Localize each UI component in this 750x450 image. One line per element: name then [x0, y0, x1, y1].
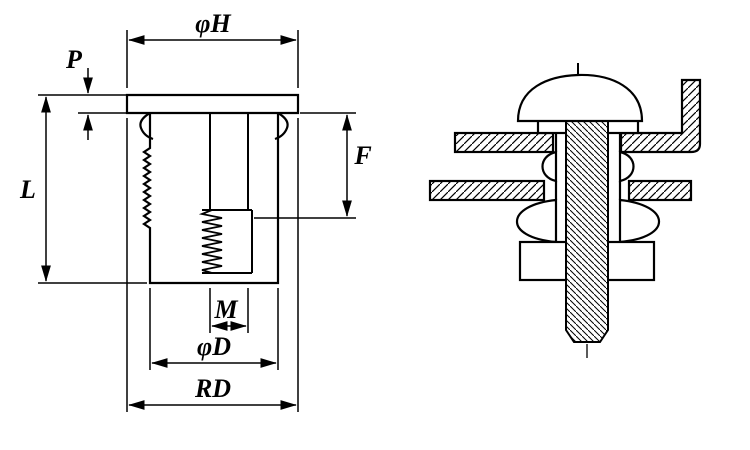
flange-left-lip [139, 112, 154, 141]
flange-right-lip [274, 112, 289, 141]
label-knurl-dia: RD [194, 374, 231, 403]
rivet-nut-outline [125, 93, 300, 285]
label-shank: F [353, 141, 371, 170]
label-length: L [19, 175, 36, 204]
dimension-shank [254, 112, 356, 219]
screw-dome-head [516, 73, 644, 123]
nut-lobe-right [618, 150, 635, 183]
dimension-body-dia [149, 288, 279, 370]
dimension-flange-thickness [78, 68, 126, 140]
upper-plate-right-bracket [619, 78, 702, 154]
nut-bulge-left [515, 198, 558, 244]
upper-plate-left [453, 131, 555, 154]
dimension-thread [209, 288, 249, 333]
nut-bulge-right [618, 198, 661, 244]
internal-thread-profile [198, 209, 223, 274]
lower-plate-right [627, 179, 693, 202]
dimension-flange-dia [126, 30, 299, 88]
screw-shank-threaded [565, 118, 609, 343]
section-view: φH P L F M φD RD [19, 9, 372, 412]
label-body-dia: φD [197, 332, 231, 361]
body-outline-with-knurl [142, 113, 280, 285]
label-flange-thickness: P [65, 45, 83, 74]
label-thread: M [213, 295, 238, 324]
flange-outline [125, 93, 300, 115]
dimension-length [38, 94, 147, 284]
installed-view [428, 63, 702, 358]
label-flange-dia: φH [195, 9, 231, 38]
lower-plate-left [428, 179, 546, 202]
nut-lobe-left [541, 150, 558, 183]
dimension-knurl-dia [126, 118, 299, 412]
